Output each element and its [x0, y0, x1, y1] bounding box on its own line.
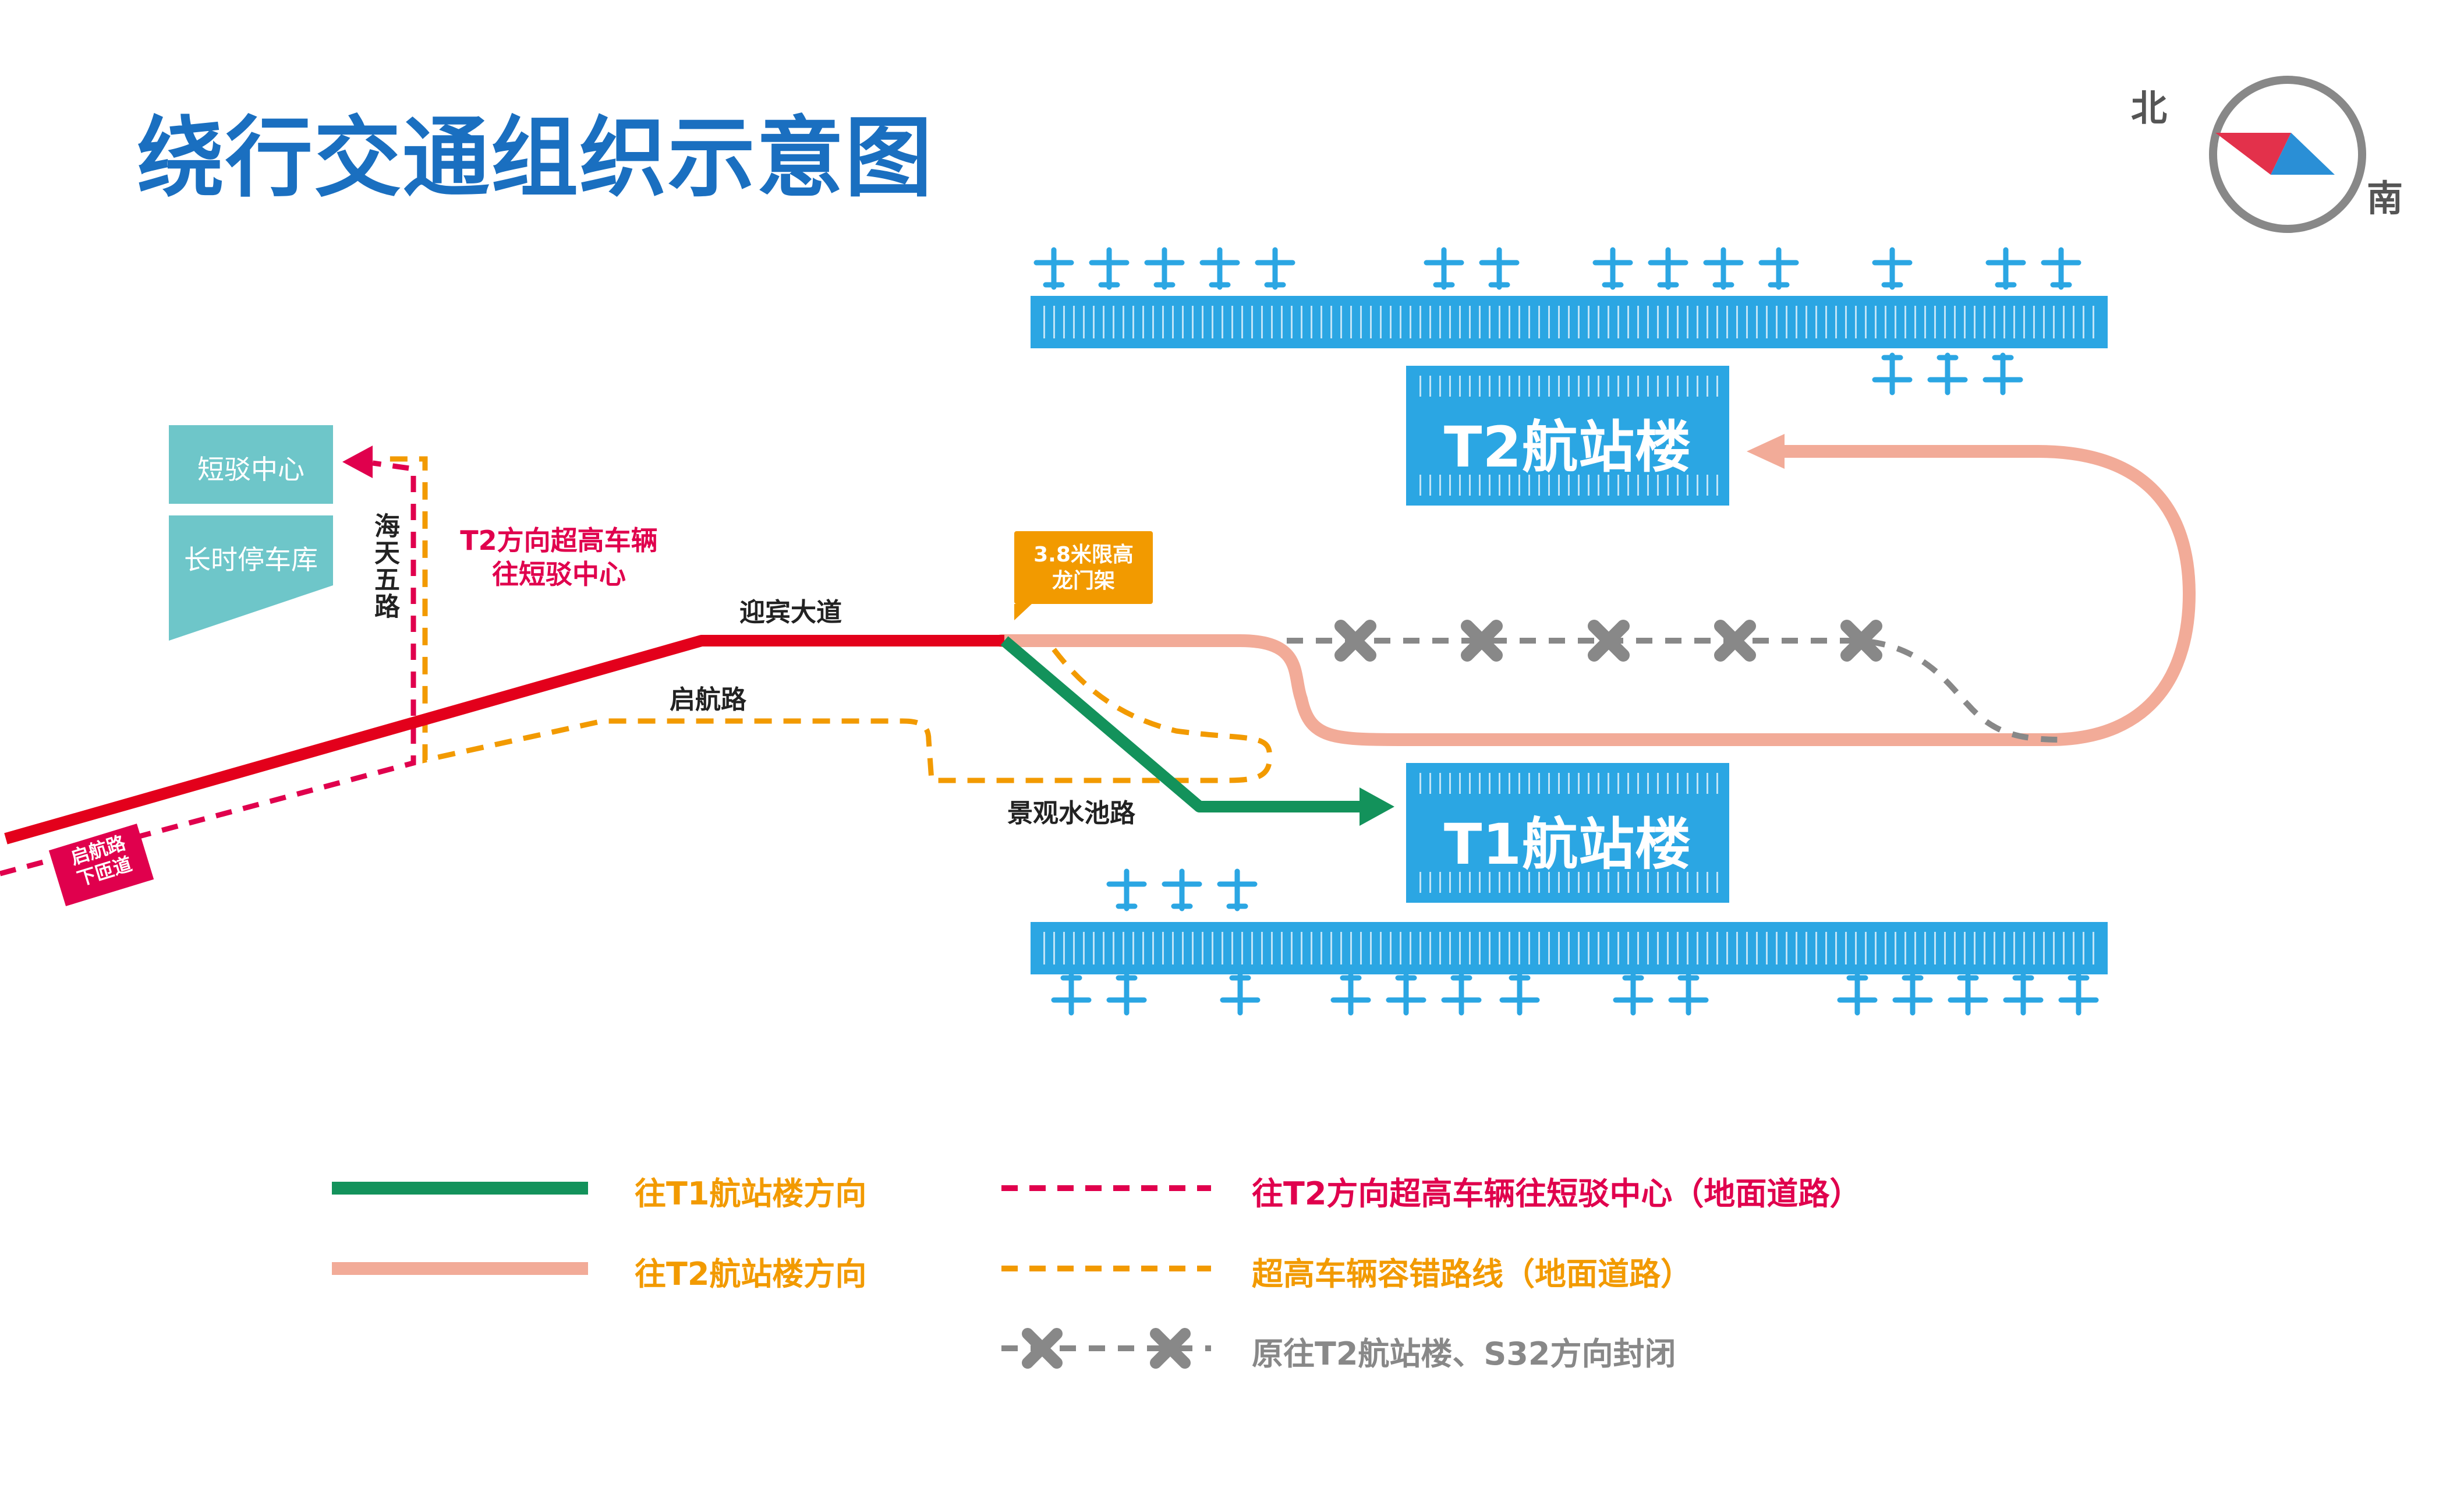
oversize-alt-route	[384, 456, 1273, 783]
compass-icon	[2209, 76, 2366, 233]
height-limit-gate-callout	[1014, 531, 1153, 620]
height-limit-gate-label: 3.8米限高 龙门架	[1033, 543, 1134, 593]
jingguan-road-label: 景观水池路	[1007, 799, 1135, 828]
underpass-badge	[48, 824, 154, 906]
legend-t2-oversize-label: 往T2方向超高车辆往短驳中心（地面道路）	[1252, 1175, 1861, 1212]
closed-route	[1287, 638, 2062, 743]
t2-terminal-building	[1406, 366, 1729, 506]
compass-south-label: 南	[2367, 177, 2403, 220]
legend-lines	[332, 1182, 1211, 1369]
legend-to-t1-label: 往T1航站楼方向	[635, 1175, 867, 1212]
long-term-parking-box	[169, 515, 333, 641]
t1-pier	[1031, 922, 2108, 974]
main-road	[4, 635, 1004, 845]
closed-x-icon	[1334, 620, 1882, 662]
t1-terminal-label: T1航站楼	[1443, 812, 1692, 877]
to-t1-route	[1000, 636, 1362, 812]
compass-north-label: 北	[2131, 87, 2168, 129]
to-t2-arrow-icon	[1747, 434, 1785, 469]
t2-pier	[1031, 296, 2108, 348]
t2-terminal-label: T2航站楼	[1443, 415, 1692, 480]
shuttle-center-box	[169, 425, 333, 504]
haitian-5-road-label: 海天五路	[370, 513, 399, 620]
shuttle-center-label: 短驳中心	[197, 454, 305, 485]
yingbin-road-label: 迎宾大道	[739, 598, 842, 627]
t1-arrow-icon	[1360, 787, 1394, 826]
legend-to-t2-label: 往T2航站楼方向	[635, 1256, 867, 1292]
t2-oversize-route	[0, 460, 416, 877]
legend-closed-label: 原往T2航站楼、S32方向封闭	[1252, 1335, 1676, 1372]
t2-oversize-note: T2方向超高车辆 往短驳中心	[460, 525, 658, 590]
shuttle-arrow-icon	[342, 446, 373, 478]
page-title: 绕行交通组织示意图	[137, 108, 934, 209]
to-t2-route	[995, 445, 2196, 746]
long-term-parking-label: 长时停车库	[184, 544, 318, 575]
qihang-road-label: 启航路	[670, 685, 746, 715]
t1-terminal-building	[1406, 763, 1729, 903]
legend-oversize-alt-label: 超高车辆容错路线（地面道路）	[1252, 1256, 1692, 1292]
